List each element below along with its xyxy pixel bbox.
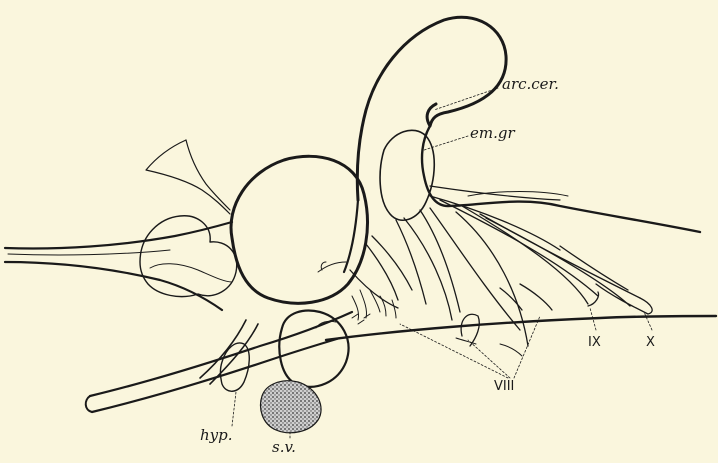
eminentia-granularis [380, 130, 434, 220]
anterior-lobe [140, 216, 237, 297]
label-arc-cer: arc.cer. [502, 77, 559, 92]
label-em-gr: em.gr [470, 126, 515, 141]
saccus-vasculosus [261, 381, 322, 433]
spinal-cord [5, 222, 232, 310]
cerebellar-arc [344, 17, 700, 272]
label-ix: IX [588, 336, 601, 349]
label-viii: VIII [494, 380, 514, 393]
ventral-floor [326, 314, 716, 346]
cerebral-hemisphere [231, 156, 367, 303]
label-sv: s.v. [272, 440, 296, 455]
inferior-lobe [279, 311, 348, 387]
dorsal-crest [430, 186, 568, 200]
funnel-projection [146, 140, 230, 214]
label-x: X [646, 336, 655, 349]
label-hyp: hyp. [200, 428, 233, 443]
